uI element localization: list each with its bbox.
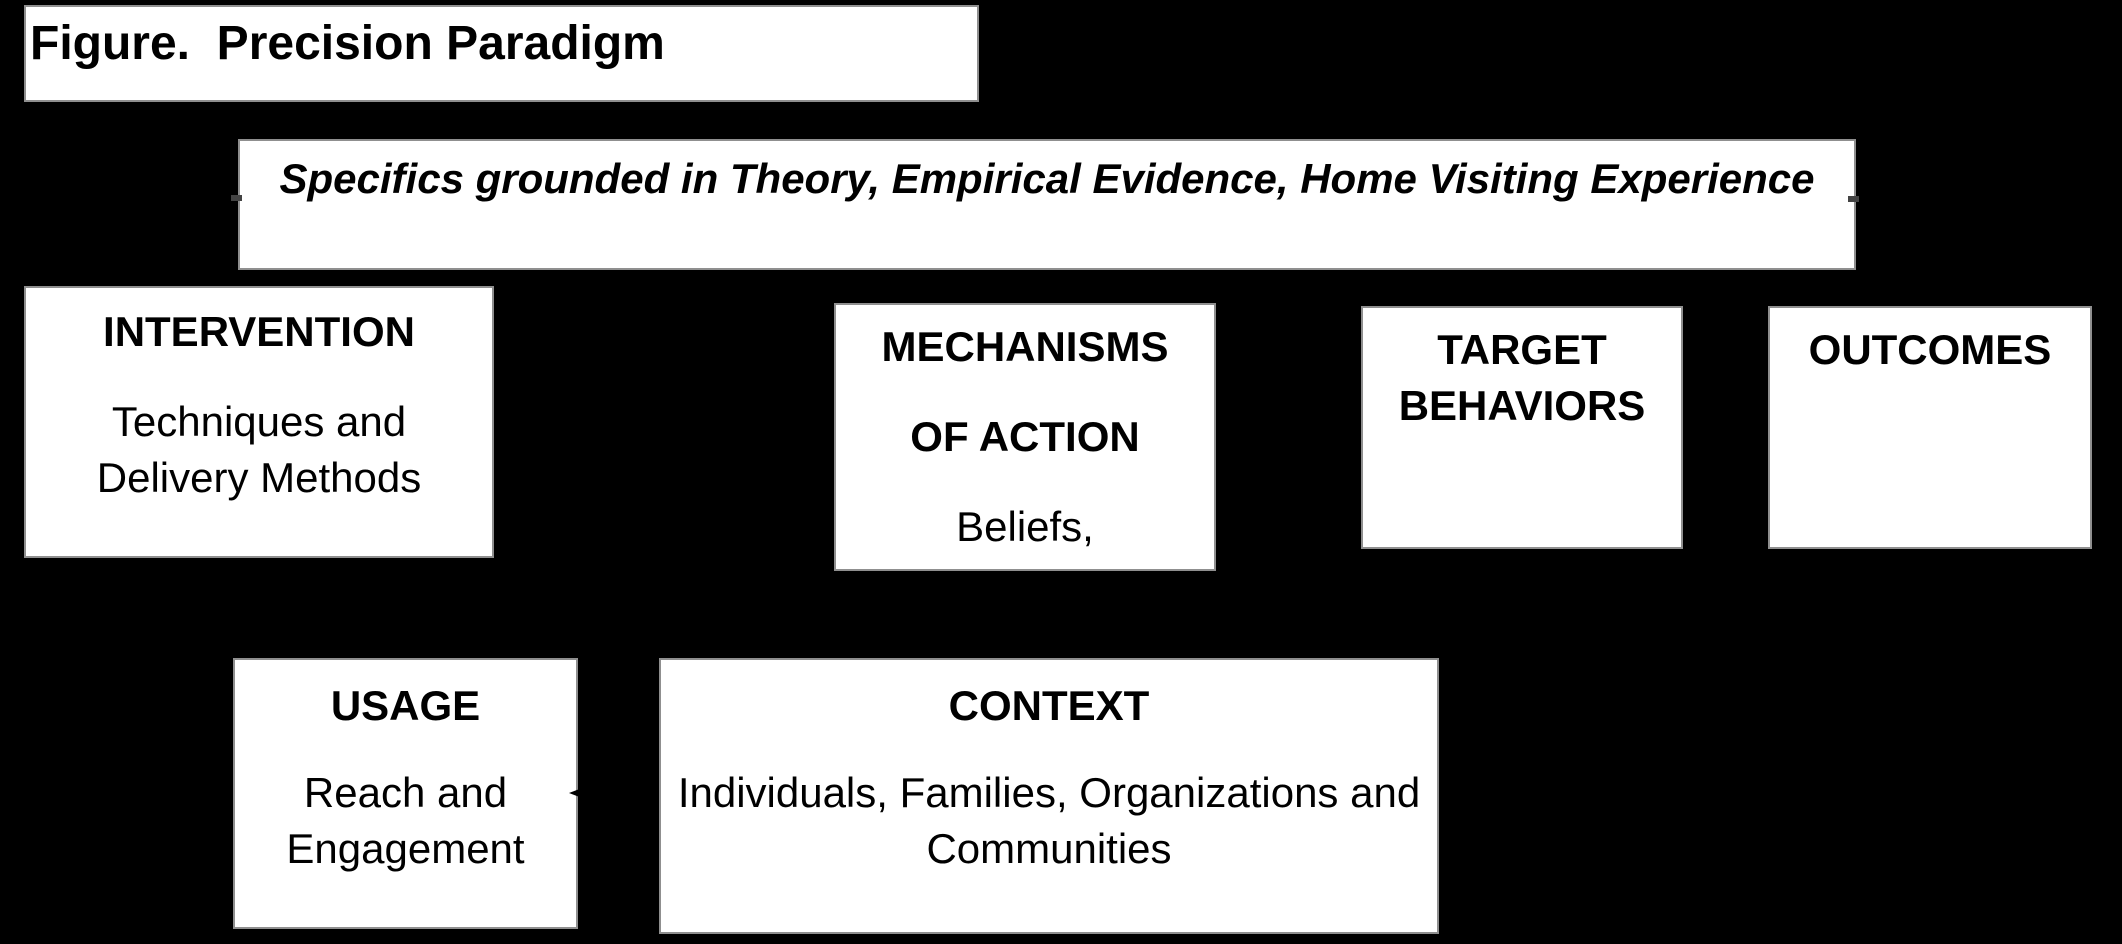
specifics-banner-text: Specifics grounded in Theory, Empirical … xyxy=(279,155,1815,202)
target-header-line: BEHAVIORS xyxy=(1398,382,1646,429)
usage-header: USAGE xyxy=(330,682,481,729)
arrowhead-left-icon xyxy=(569,785,590,801)
target-behaviors-box: TARGET BEHAVIORS xyxy=(1361,306,1683,549)
outcomes-header: OUTCOMES xyxy=(1808,326,2052,373)
connector-tick-right xyxy=(1848,196,1859,202)
context-box: CONTEXT Individuals, Families, Organizat… xyxy=(659,658,1439,934)
context-header: CONTEXT xyxy=(948,682,1150,729)
target-header-line: TARGET xyxy=(1437,326,1607,373)
mechanisms-body-line: Beliefs, xyxy=(956,503,1094,550)
intervention-header: INTERVENTION xyxy=(103,308,415,355)
context-body-line: Individuals, Families, Organizations and xyxy=(677,769,1421,816)
intervention-body-line: Delivery Methods xyxy=(96,454,422,501)
mechanisms-header-line: OF ACTION xyxy=(910,413,1140,460)
usage-box: USAGE Reach and Engagement xyxy=(233,658,578,929)
mechanisms-header-line: MECHANISMS xyxy=(881,323,1169,370)
intervention-body-line: Techniques and xyxy=(111,398,407,445)
figure-title-box: Figure. Precision Paradigm xyxy=(24,5,979,102)
usage-body-line: Engagement xyxy=(286,825,525,872)
mechanisms-of-action-box: MECHANISMS OF ACTION Beliefs, xyxy=(834,303,1216,571)
usage-body-line: Reach and xyxy=(303,769,508,816)
intervention-body: Techniques and Delivery Methods xyxy=(26,394,492,506)
figure-title: Figure. Precision Paradigm xyxy=(30,17,665,70)
context-body: Individuals, Families, Organizations and… xyxy=(661,765,1437,877)
connector-tick-left xyxy=(231,195,242,201)
outcomes-box: OUTCOMES xyxy=(1768,306,2092,549)
usage-body: Reach and Engagement xyxy=(235,765,576,877)
context-body-line: Communities xyxy=(926,825,1172,872)
intervention-box: INTERVENTION Techniques and Delivery Met… xyxy=(24,286,494,558)
specifics-banner-box: Specifics grounded in Theory, Empirical … xyxy=(238,139,1856,270)
